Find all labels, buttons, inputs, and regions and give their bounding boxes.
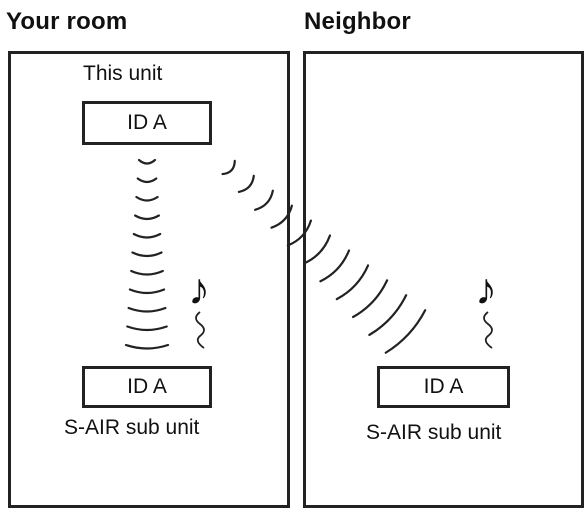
your-room-heading: Your room bbox=[6, 8, 128, 35]
sub-unit-right-id-box: ID A bbox=[377, 366, 510, 408]
sub-unit-left-label: S-AIR sub unit bbox=[64, 416, 200, 439]
sub-unit-left-id-box: ID A bbox=[82, 366, 212, 408]
music-note-icon: ♪ bbox=[188, 265, 210, 314]
music-note-icon: ♪ bbox=[475, 265, 497, 314]
neighbor-heading: Neighbor bbox=[304, 8, 411, 35]
main-unit-id: ID A bbox=[127, 111, 167, 134]
main-unit-id-box: ID A bbox=[82, 101, 212, 145]
sub-unit-left-id: ID A bbox=[127, 375, 167, 398]
sub-unit-right-id: ID A bbox=[423, 375, 464, 398]
sub-unit-right-label: S-AIR sub unit bbox=[366, 421, 502, 444]
this-unit-label: This unit bbox=[83, 62, 163, 85]
